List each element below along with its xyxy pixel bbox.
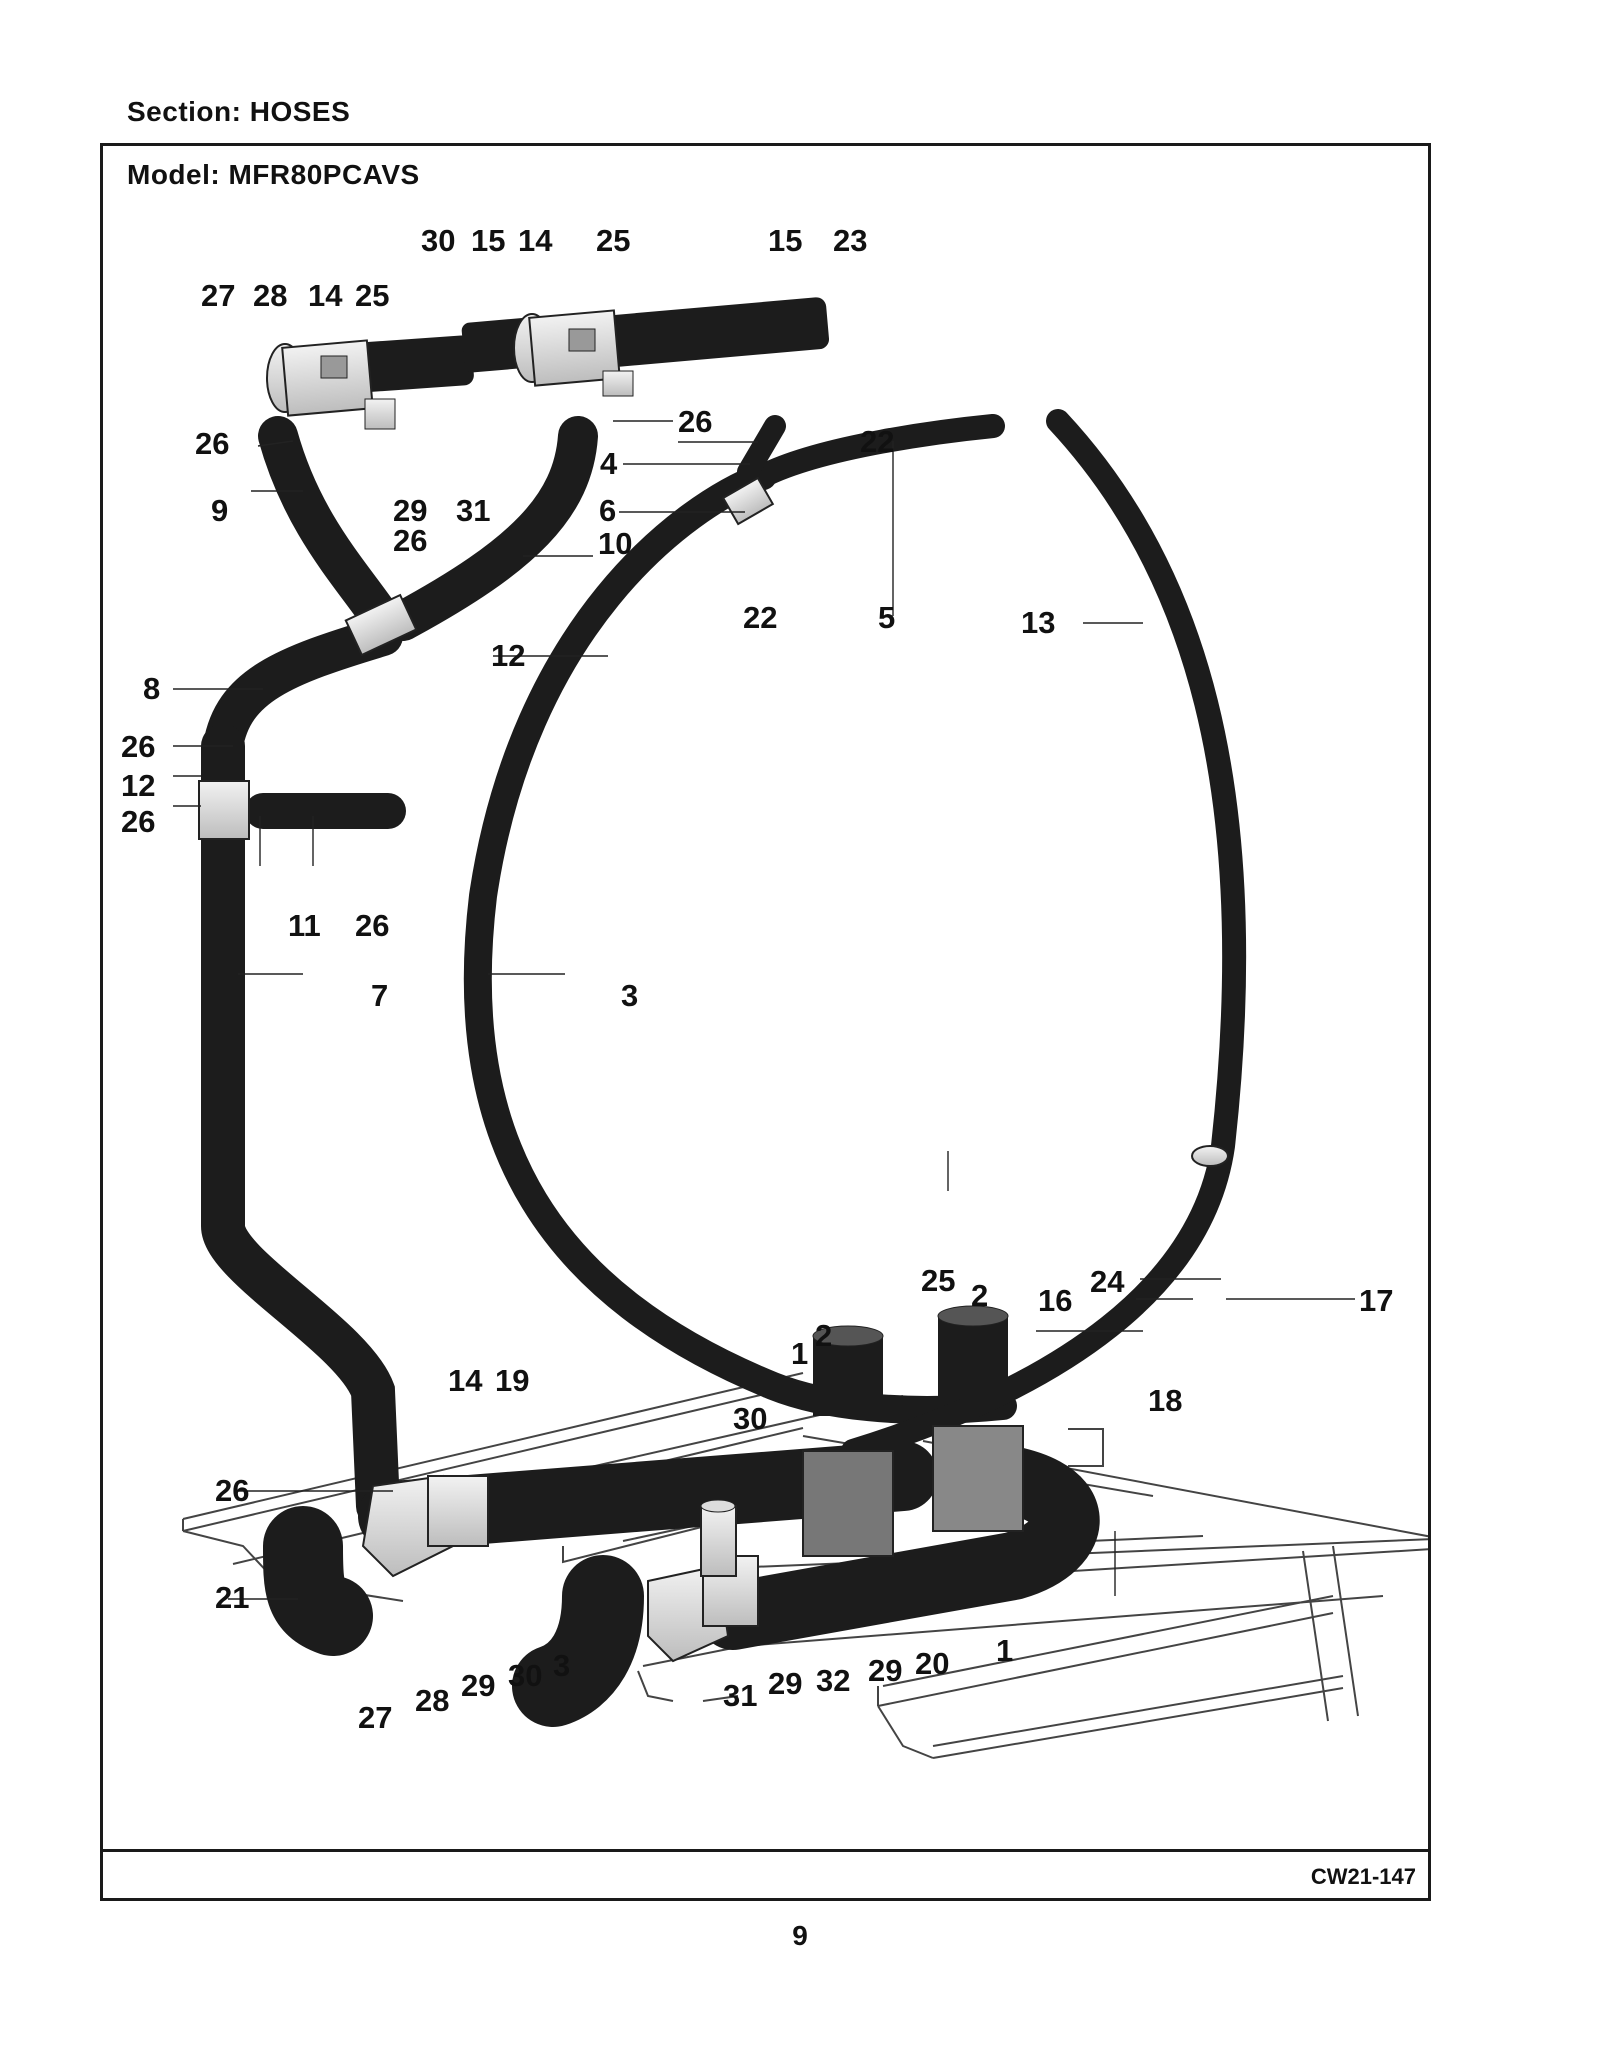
callout-26: 26: [195, 426, 229, 461]
callout-14: 14: [448, 1363, 483, 1398]
callout-7: 7: [371, 978, 388, 1013]
page-number: 9: [792, 1920, 808, 1951]
callout-16: 16: [1038, 1283, 1072, 1318]
callout-26: 26: [393, 523, 427, 558]
callout-29: 29: [768, 1666, 802, 1701]
callout-4: 4: [600, 446, 618, 481]
figure-code: CW21-147: [1310, 1864, 1416, 1889]
callout-1: 1: [791, 1336, 808, 1371]
callout-2: 2: [815, 1318, 832, 1353]
callout-26: 26: [678, 404, 712, 439]
callout-14: 14: [308, 278, 343, 313]
figure-frame: Model: MFR80PCAVS: [100, 143, 1431, 1901]
callout-23: 23: [833, 223, 867, 258]
callout-11: 11: [288, 908, 321, 943]
callout-25: 25: [596, 223, 630, 258]
callout-25: 25: [355, 278, 389, 313]
top-manifold: [266, 297, 830, 430]
hose-assembly-diagram: 30 15 14 25 15 23 27 28 14 25 26 26 4 22…: [121, 223, 1428, 1759]
callout-10: 10: [598, 526, 632, 561]
frame-divider: [103, 1849, 1428, 1852]
callout-6: 6: [599, 493, 616, 528]
callout-25: 25: [921, 1263, 955, 1298]
callout-28: 28: [253, 278, 287, 313]
callout-32: 32: [816, 1663, 850, 1698]
callout-31: 31: [723, 1678, 757, 1713]
callout-30: 30: [421, 223, 455, 258]
callout-15: 15: [471, 223, 505, 258]
callout-labels: 30 15 14 25 15 23 27 28 14 25 26 26 4 22…: [121, 223, 1393, 1735]
callout-2: 2: [971, 1278, 988, 1313]
callout-12: 12: [491, 638, 525, 673]
callout-24: 24: [1090, 1264, 1125, 1299]
callout-3: 3: [553, 1648, 570, 1683]
callout-22: 22: [743, 600, 777, 635]
callout-21: 21: [215, 1580, 249, 1615]
callout-8: 8: [143, 671, 160, 706]
callout-29: 29: [393, 493, 427, 528]
callout-22: 22: [860, 424, 894, 459]
callout-29: 29: [461, 1668, 495, 1703]
leader-lines: [173, 420, 1355, 1600]
callout-29: 29: [868, 1653, 902, 1688]
callout-20: 20: [915, 1646, 949, 1681]
callout-12: 12: [121, 768, 155, 803]
callout-14: 14: [518, 223, 553, 258]
section-title: Section: HOSES: [127, 96, 351, 127]
callout-18: 18: [1148, 1383, 1182, 1418]
callout-26: 26: [215, 1473, 249, 1508]
callout-27: 27: [358, 1700, 392, 1735]
callout-3: 3: [621, 978, 638, 1013]
callout-13: 13: [1021, 605, 1055, 640]
callout-26: 26: [121, 804, 155, 839]
callout-26: 26: [121, 729, 155, 764]
callout-15: 15: [768, 223, 802, 258]
callout-9: 9: [211, 493, 228, 528]
callout-28: 28: [415, 1683, 449, 1718]
model-title: Model: MFR80PCAVS: [127, 159, 420, 190]
fittings: [198, 476, 1229, 1663]
callout-27: 27: [201, 278, 235, 313]
callout-30: 30: [508, 1658, 542, 1693]
callout-5: 5: [878, 600, 895, 635]
callout-19: 19: [495, 1363, 529, 1398]
callout-1: 1: [996, 1633, 1013, 1668]
callout-30: 30: [733, 1401, 767, 1436]
callout-31: 31: [456, 493, 490, 528]
callout-17: 17: [1359, 1283, 1393, 1318]
callout-26: 26: [355, 908, 389, 943]
